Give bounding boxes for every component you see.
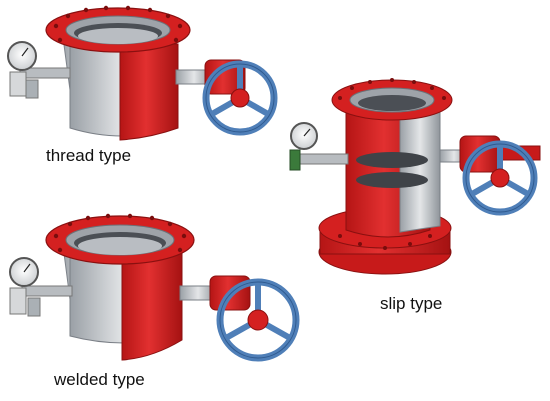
pressure-gauge-icon: [289, 122, 349, 171]
handwheel-valve-icon: [202, 60, 278, 136]
handwheel-valve-icon: [216, 278, 300, 362]
handwheel-valve-icon: [462, 140, 538, 216]
pressure-gauge-icon: [9, 257, 73, 317]
thread-type-wellhead: [7, 5, 278, 141]
thread-type-label: thread type: [46, 146, 132, 165]
slip-type-label: slip type: [380, 294, 443, 313]
pressure-gauge-icon: [7, 41, 71, 99]
welded-type-label: welded type: [54, 370, 145, 389]
slip-type-wellhead: [289, 78, 541, 275]
welded-type-wellhead: [9, 213, 300, 362]
